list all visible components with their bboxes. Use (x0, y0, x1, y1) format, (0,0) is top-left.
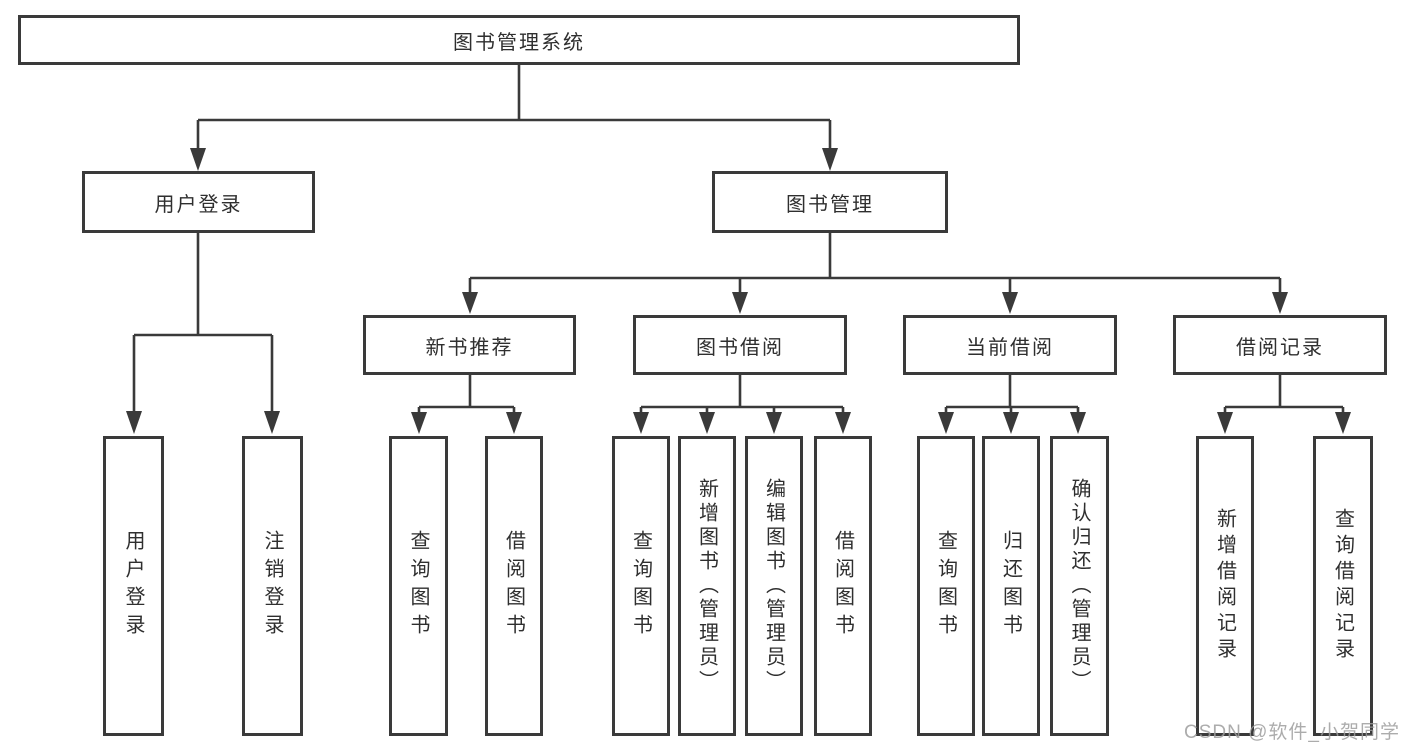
leaf-confirm-return-admin: 确认归还（管理员） (1050, 436, 1109, 736)
leaf-logout: 注销登录 (242, 436, 303, 736)
connector-borrow-records (1225, 375, 1343, 409)
node-book-borrow: 图书借阅 (633, 315, 847, 375)
connector-current-borrow (946, 375, 1078, 409)
leaf-add-borrow-record: 新增借阅记录 (1196, 436, 1254, 736)
leaf-query-books-borrow: 查询图书 (612, 436, 670, 736)
node-book-management: 图书管理 (712, 171, 948, 233)
leaf-return-books: 归还图书 (982, 436, 1040, 736)
leaf-borrow-books: 借阅图书 (814, 436, 872, 736)
leaf-query-books-current: 查询图书 (917, 436, 975, 736)
connector-user-login (134, 233, 272, 337)
node-library-management-system: 图书管理系统 (18, 15, 1020, 65)
leaf-borrow-books-recommend: 借阅图书 (485, 436, 543, 736)
leaf-edit-books-admin: 编辑图书（管理员） (745, 436, 803, 736)
csdn-watermark: CSDN @软件_小贺同学 (1184, 722, 1400, 743)
node-borrow-records: 借阅记录 (1173, 315, 1387, 375)
connector-new-book (419, 375, 514, 409)
connector-root-stem (198, 65, 830, 122)
leaf-add-books-admin: 新增图书（管理员） (678, 436, 736, 736)
leaf-query-books-recommend: 查询图书 (389, 436, 448, 736)
connector-book-management (470, 233, 1280, 280)
connector-book-borrow (641, 375, 843, 409)
node-current-borrow: 当前借阅 (903, 315, 1117, 375)
node-user-login: 用户登录 (82, 171, 315, 233)
leaf-user-login: 用户登录 (103, 436, 164, 736)
node-new-book-recommend: 新书推荐 (363, 315, 576, 375)
leaf-query-borrow-record: 查询借阅记录 (1313, 436, 1373, 736)
